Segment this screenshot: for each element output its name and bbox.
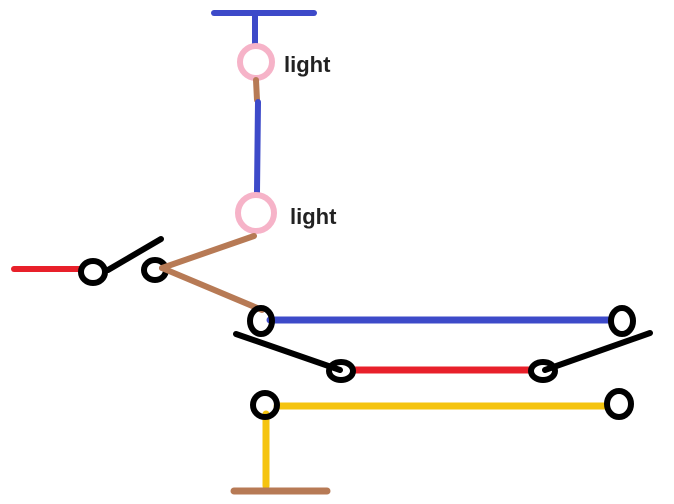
light-bottom-label: light [290, 204, 337, 229]
brown-wire-to-light [159, 233, 257, 271]
left-changeover-lever [233, 331, 343, 373]
left-upper-terminal [247, 305, 275, 337]
blue-link-lights [254, 99, 261, 195]
right-lower-terminal [604, 388, 634, 420]
right-upper-terminal [608, 305, 636, 337]
light-top-label: light [284, 52, 331, 77]
light-bottom-bulb [235, 192, 277, 234]
switch-left-lever [105, 236, 164, 273]
right-changeover-lever [542, 330, 653, 373]
left-lower-terminal [250, 390, 280, 420]
brown-link-lights [253, 77, 260, 103]
brown-wire-to-changeover [159, 265, 265, 313]
light-top-bulb [237, 43, 275, 81]
left-middle-terminal [326, 359, 356, 383]
right-middle-terminal [528, 359, 558, 383]
switch-left-terminal [78, 258, 108, 286]
